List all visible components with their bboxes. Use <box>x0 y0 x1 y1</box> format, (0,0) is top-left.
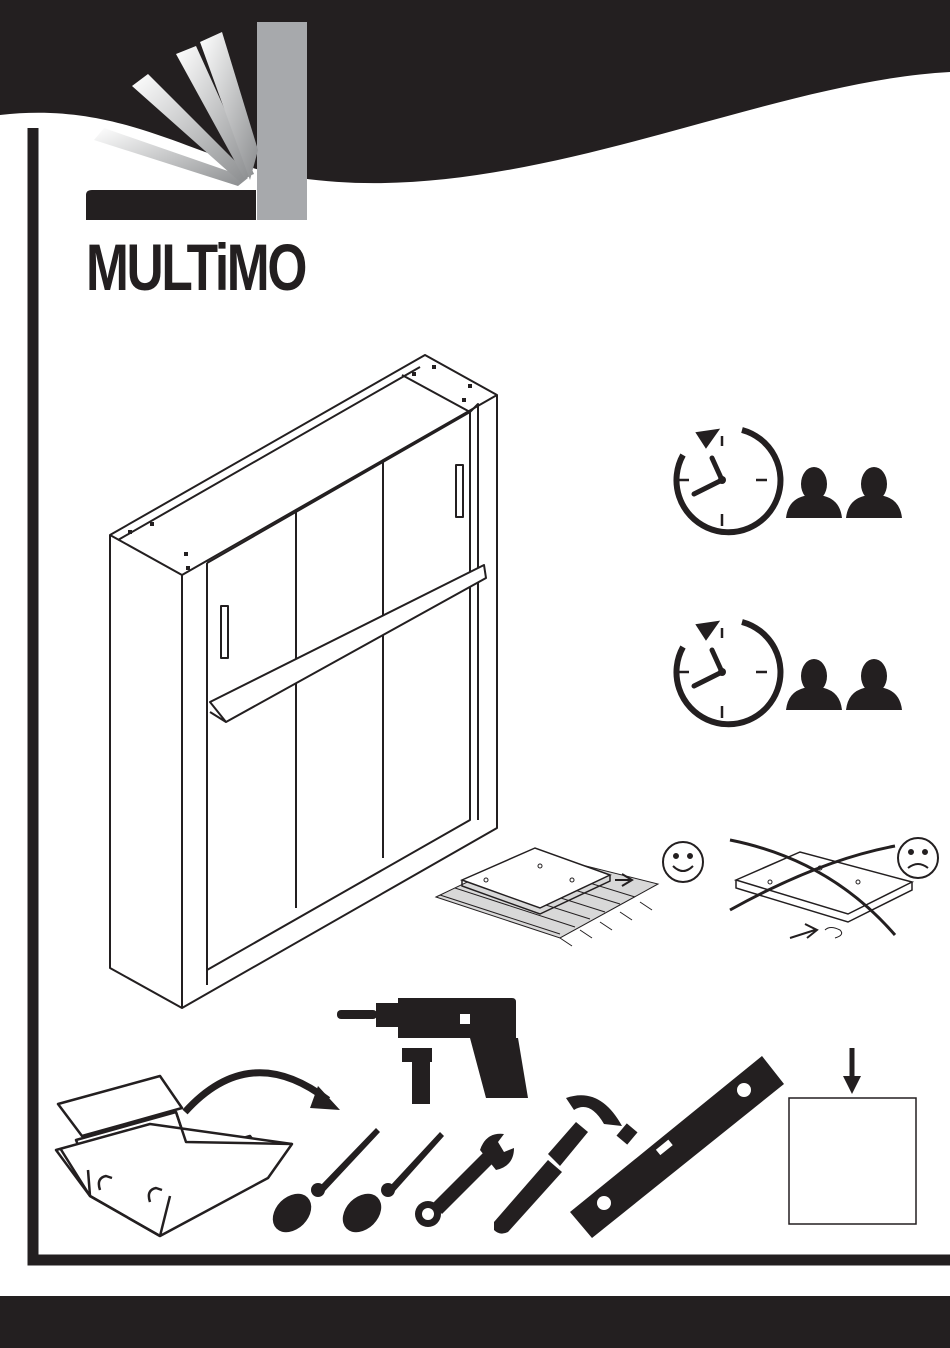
person-icon <box>786 659 842 710</box>
spirit-level-icon <box>570 1056 784 1238</box>
bad-surface-illustration <box>730 840 912 938</box>
good-surface-illustration <box>436 848 658 946</box>
assembly-time-row-2 <box>676 622 902 724</box>
clock-icon <box>676 622 780 724</box>
brand-name: MULTiMO <box>86 232 265 302</box>
assembly-time-row-1 <box>676 430 902 532</box>
footer-band <box>0 1296 950 1348</box>
smiley-happy-icon <box>663 842 703 882</box>
drill-icon <box>337 998 528 1104</box>
person-icon <box>786 467 842 518</box>
wall-plug-box-icon <box>789 1048 916 1224</box>
person-icon <box>846 659 902 710</box>
person-icon <box>846 467 902 518</box>
wardrobe-bed-illustration <box>110 355 497 1008</box>
smiley-sad-icon <box>898 838 938 878</box>
clock-icon <box>676 430 780 532</box>
